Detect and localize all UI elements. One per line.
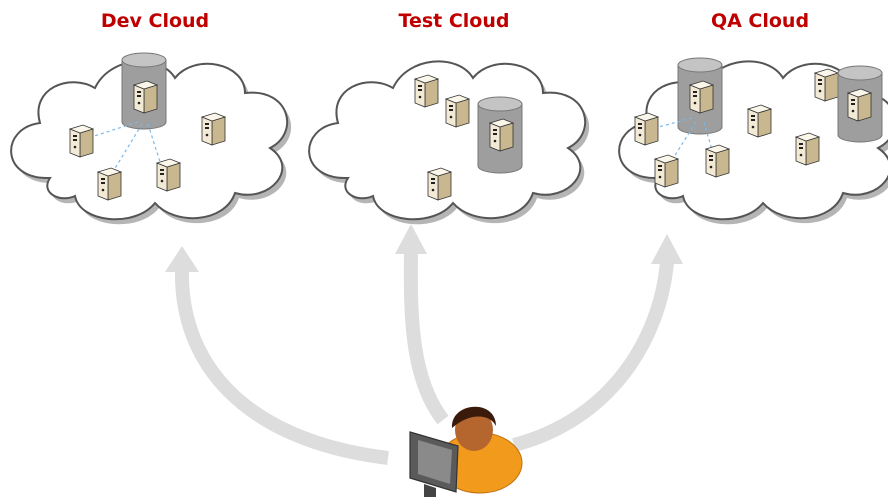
dev-server-icon [69, 124, 94, 158]
qa-connector-lines [654, 117, 713, 161]
test-server-icon [427, 167, 452, 201]
qa-server-icon [689, 80, 714, 114]
test-server-icon [489, 118, 514, 152]
arrowhead-icon [395, 224, 427, 254]
qa-server-icon [747, 104, 772, 138]
dev-server-icon [133, 80, 158, 114]
curved-arrow-icon [403, 251, 449, 425]
qa-server-icon [634, 112, 659, 146]
test-cloud [308, 60, 590, 225]
qa-cloud-title: QA Cloud [710, 10, 810, 32]
arrowhead-icon [165, 246, 199, 272]
qa-server-icon [814, 68, 839, 102]
curved-arrow-icon [174, 269, 389, 465]
test-cloud-title: Test Cloud [398, 10, 510, 32]
arrowhead-icon [651, 234, 683, 264]
user-at-computer-icon [409, 406, 523, 497]
test-server-icon [445, 94, 470, 128]
dev-server-icon [201, 112, 226, 146]
qa-server-icon [705, 144, 730, 178]
dev-cloud-title: Dev Cloud [100, 10, 210, 32]
qa-server-icon [847, 88, 872, 122]
test-server-icon [414, 74, 439, 108]
arrows [165, 224, 683, 465]
dev-connector-lines [87, 121, 161, 171]
dev-server-icon [156, 158, 181, 192]
curved-arrow-icon [512, 261, 674, 452]
dev-server-icon [97, 167, 122, 201]
qa-server-icon [795, 132, 820, 166]
qa-server-icon [654, 154, 679, 188]
